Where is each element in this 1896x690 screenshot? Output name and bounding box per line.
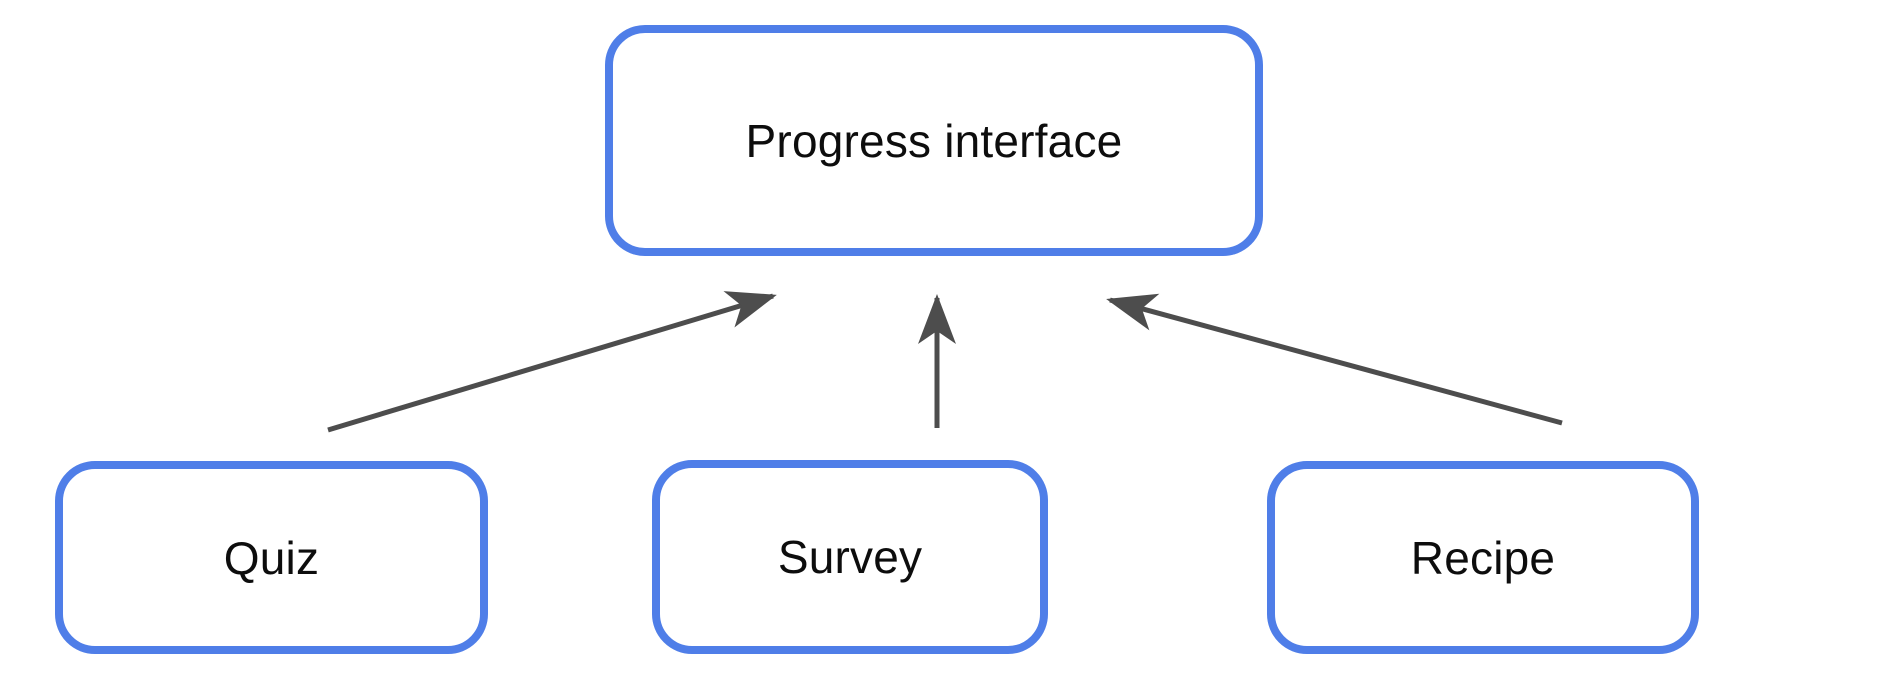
node-progress-interface[interactable]: Progress interface <box>605 25 1263 256</box>
node-survey[interactable]: Survey <box>652 460 1048 654</box>
node-label-recipe: Recipe <box>1410 531 1556 584</box>
node-label-progress-interface: Progress interface <box>745 114 1123 167</box>
edge-quiz-to-progress-interface <box>327 291 777 433</box>
node-quiz[interactable]: Quiz <box>55 461 488 654</box>
edge-recipe-to-progress-interface <box>1106 293 1563 426</box>
node-label-quiz: Quiz <box>223 531 320 584</box>
node-label-survey: Survey <box>777 531 923 583</box>
node-recipe[interactable]: Recipe <box>1267 461 1699 654</box>
